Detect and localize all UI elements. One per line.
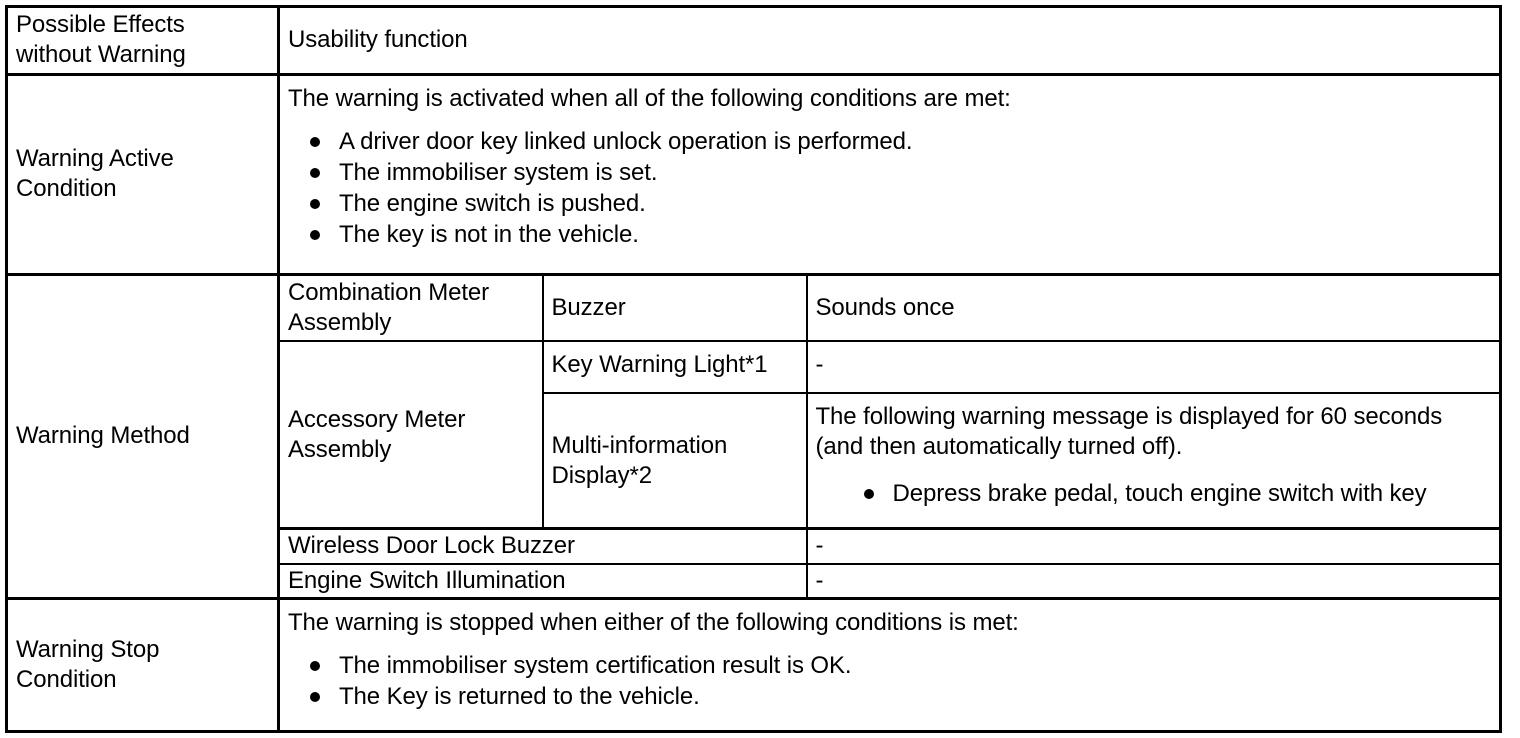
method-component-cell-wireless-door-lock-buzzer: Wireless Door Lock Buzzer bbox=[277, 527, 808, 565]
warning-active-bullet-list: A driver door key linked unlock operatio… bbox=[310, 126, 1499, 250]
method-device-cell-multi-information-display: Multi-information Display*2 bbox=[541, 392, 808, 530]
method-result-wireless-door-lock-buzzer: - bbox=[815, 532, 824, 560]
row-label-warning-method: Warning Method bbox=[16, 422, 190, 450]
table-row-possible-effects: Possible Effects without Warning Usabili… bbox=[5, 5, 1502, 76]
method-component-cell-engine-switch-illumination: Engine Switch Illumination bbox=[277, 562, 808, 600]
warning-active-intro: The warning is activated when all of the… bbox=[288, 84, 1011, 112]
table-row-warning-active-condition: Warning Active Condition The warning is … bbox=[5, 72, 1502, 276]
row-label-cell-possible-effects: Possible Effects without Warning bbox=[5, 5, 280, 76]
method-component-cell-accessory-meter: Accessory Meter Assembly bbox=[277, 340, 544, 530]
method-component-wireless-door-lock-buzzer: Wireless Door Lock Buzzer bbox=[288, 532, 575, 560]
row-value-cell-warning-stop: The warning is stopped when either of th… bbox=[277, 597, 1502, 733]
row-label-possible-effects: Possible Effects without Warning bbox=[16, 11, 186, 69]
list-item: A driver door key linked unlock operatio… bbox=[310, 126, 1499, 157]
row-label-cell-warning-stop: Warning Stop Condition bbox=[5, 597, 280, 733]
row-label-warning-stop-condition: Warning Stop Condition bbox=[16, 636, 160, 694]
bullet-icon bbox=[310, 692, 320, 703]
list-item: The key is not in the vehicle. bbox=[310, 219, 1499, 250]
table-row-warning-method-engine-switch-illumination: Engine Switch Illumination - bbox=[7, 562, 1502, 600]
list-item: The immobiliser system is set. bbox=[310, 157, 1499, 188]
method-device-cell-buzzer: Buzzer bbox=[541, 272, 808, 343]
table-row-warning-method-multi-information-display: Multi-information Display*2 The followin… bbox=[7, 392, 1502, 530]
method-result-multi-information-display: The following warning message is display… bbox=[815, 403, 1443, 461]
table-row-warning-method-key-warning-light: Accessory Meter Assembly Key Warning Lig… bbox=[7, 340, 1502, 530]
method-result-cell-key-warning-light: - bbox=[805, 340, 1502, 395]
method-result-cell-engine-switch-illumination: - bbox=[805, 562, 1502, 600]
table-row-warning-method-wireless-door-lock-buzzer: Wireless Door Lock Buzzer - bbox=[6, 527, 1502, 565]
bullet-icon bbox=[310, 661, 320, 672]
method-device-multi-information-display: Multi-information Display*2 bbox=[551, 431, 728, 489]
method-device-cell-key-warning-light: Key Warning Light*1 bbox=[541, 340, 808, 395]
bullet-icon bbox=[310, 167, 320, 178]
row-label-warning-active-condition: Warning Active Condition bbox=[16, 145, 174, 203]
row-label-cell-warning-active: Warning Active Condition bbox=[5, 72, 280, 276]
method-result-cell-buzzer: Sounds once bbox=[805, 272, 1502, 343]
method-result-cell-wireless-door-lock-buzzer: - bbox=[805, 527, 1502, 565]
method-result-buzzer: Sounds once bbox=[815, 294, 955, 321]
method-result-key-warning-light: - bbox=[815, 351, 824, 379]
bullet-icon bbox=[310, 198, 320, 209]
list-item: The Key is returned to the vehicle. bbox=[310, 681, 1499, 712]
bullet-icon bbox=[863, 489, 874, 500]
row-label-cell-warning-method: Warning Method bbox=[5, 272, 280, 600]
list-item: Depress brake pedal, touch engine switch… bbox=[863, 478, 1500, 509]
method-device-buzzer: Buzzer bbox=[551, 294, 626, 321]
table-row-warning-method-buzzer: Warning Method Combination Meter Assembl… bbox=[5, 272, 1502, 600]
row-value-cell-possible-effects: Usability function bbox=[277, 5, 1502, 76]
method-component-combination-meter-assembly: Combination Meter Assembly bbox=[288, 279, 490, 336]
method-result-cell-multi-information-display: The following warning message is display… bbox=[805, 392, 1502, 530]
list-item: The engine switch is pushed. bbox=[310, 188, 1499, 219]
warning-stop-bullet-list: The immobiliser system certification res… bbox=[310, 650, 1499, 712]
method-component-cell-combination-meter: Combination Meter Assembly bbox=[277, 272, 544, 343]
bullet-icon bbox=[310, 229, 320, 240]
method-component-accessory-meter-assembly: Accessory Meter Assembly bbox=[288, 405, 466, 463]
list-item: The immobiliser system certification res… bbox=[310, 650, 1499, 681]
method-component-engine-switch-illumination: Engine Switch Illumination bbox=[288, 566, 566, 594]
multi-information-display-bullet-list: Depress brake pedal, touch engine switch… bbox=[863, 478, 1500, 509]
row-value-cell-warning-active: The warning is activated when all of the… bbox=[277, 72, 1502, 276]
method-result-engine-switch-illumination: - bbox=[815, 566, 824, 594]
bullet-icon bbox=[310, 136, 320, 147]
method-device-key-warning-light: Key Warning Light*1 bbox=[551, 351, 768, 379]
warning-spec-table: Possible Effects without Warning Usabili… bbox=[5, 5, 1502, 733]
possible-effects-value: Usability function bbox=[288, 26, 468, 54]
warning-stop-intro: The warning is stopped when either of th… bbox=[288, 609, 1019, 637]
table-row-warning-stop-condition: Warning Stop Condition The warning is st… bbox=[5, 597, 1502, 733]
